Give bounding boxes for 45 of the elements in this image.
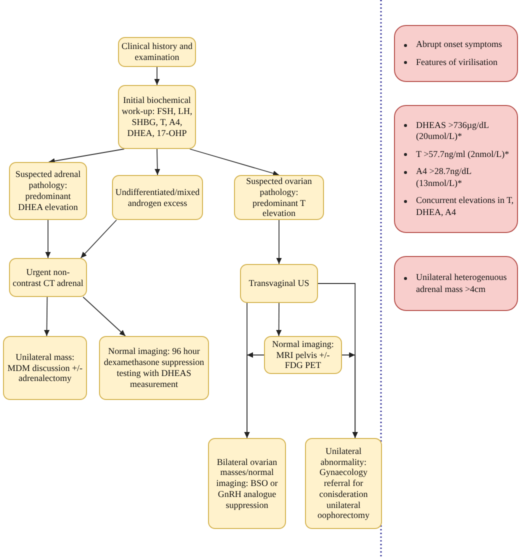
bullet-text: A4 >28.7ng/dL (13nmol/L)* [416,166,472,190]
process-box [9,162,87,220]
step-text: Suspected adrenal pathology: predominant DHEA elevation [14,169,82,213]
arrow [244,352,264,438]
arrow [154,148,160,176]
step-text: Normal imaging: 96 hour dexamethasone suppression testing with DHEAS measurement [102,346,206,390]
step-text: Unilateral abnormality: Gynaecology referral for conisderation unilateral oophorectomy [316,446,370,522]
arrow [80,220,117,258]
step-text: Transvaginal US [248,278,310,289]
process-box [234,175,324,220]
arrow [154,66,160,86]
criteria-box [394,256,518,311]
bullet-text: DHEAS >736µg/dL (20umol/L)* [416,120,490,143]
step-text: Unilateral mass: MDM discussion +/- adrenalectomy [6,352,84,384]
bullet-text: Features of virilisation [416,56,498,68]
step-text: Initial biochemical work-up: FSH, LH, SHBG, T, A4, DHEA, 17-OHP [121,95,193,139]
process-box [305,438,382,529]
criteria-box [394,105,518,233]
process-box [240,264,318,303]
step-text: Normal imaging: MRI pelvis +/- FDG PET [271,338,335,372]
process-box [99,336,209,400]
step-text: Urgent non-contrast CT adrenal [12,266,84,288]
bullet-text: Abrupt onset symptoms [416,39,502,50]
arrow [189,148,280,176]
process-box [118,85,196,149]
process-box [112,175,203,220]
process-box [208,438,286,529]
arrow [48,148,125,164]
step-text: Suspected ovarian pathology: predominant T elevation [245,176,313,220]
step-text: Undifferentiated/mixed androgen excess [115,186,200,208]
bullet-text: Unilateral heterogenuous adrenal mass >4cm [416,272,508,295]
step-text: Bilateral ovarian masses/normal imaging: BSO or GnRH analogue suppression [215,456,279,510]
bullet-text: Concurrent elevations in T, DHEA, A4 [416,195,514,218]
arrow [82,296,126,336]
process-box [264,336,342,374]
criteria-box [394,25,518,82]
arrow [342,352,358,438]
arrow [45,220,51,258]
process-box [3,336,87,400]
step-text: Clinical history and examination [121,41,193,63]
arrow [276,220,282,264]
process-box [9,258,87,297]
bullet-text: T >57.7ng/ml (2nmol/L)* [416,148,510,160]
arrow [44,296,50,336]
arrow [276,302,282,336]
